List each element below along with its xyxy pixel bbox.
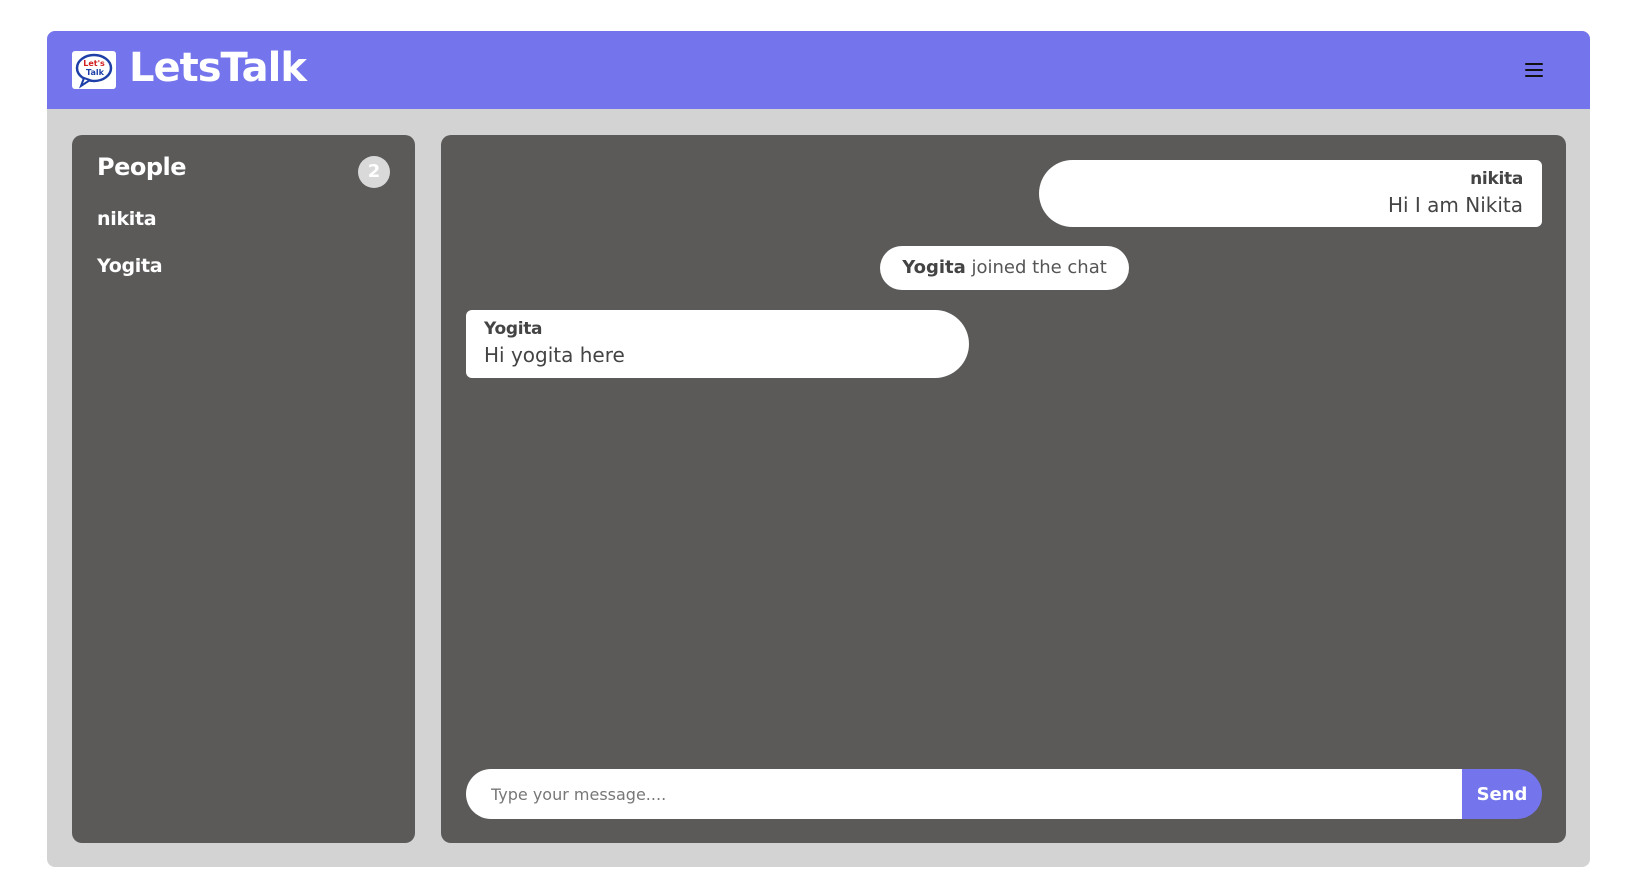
- incoming-message: Yogita Hi yogita here: [466, 310, 969, 378]
- chat-bubble-logo-icon: Let's Talk: [75, 53, 113, 89]
- people-heading: People: [97, 153, 187, 181]
- person-item[interactable]: nikita: [97, 208, 157, 230]
- system-message-text: joined the chat: [965, 257, 1107, 278]
- menu-line: [1525, 75, 1543, 77]
- message-author: Yogita: [484, 319, 543, 339]
- message-text: Hi yogita here: [484, 343, 625, 367]
- people-list: nikita Yogita: [97, 207, 163, 301]
- people-sidebar: People 2 nikita Yogita: [72, 135, 415, 843]
- outgoing-message: nikita Hi I am Nikita: [1039, 160, 1542, 227]
- app-window: Let's Talk LetsTalk People 2 nikita Yogi…: [47, 31, 1590, 867]
- chat-panel: nikita Hi I am Nikita Yogita joined the …: [441, 135, 1566, 843]
- app-logo: Let's Talk: [72, 51, 116, 89]
- message-composer: Send: [466, 769, 1542, 819]
- menu-line: [1525, 69, 1543, 71]
- logo-text-top: Let's: [83, 59, 105, 68]
- system-message-name: Yogita: [902, 257, 966, 278]
- message-input[interactable]: [466, 769, 1466, 819]
- system-message: Yogita joined the chat: [880, 246, 1129, 290]
- people-count-badge: 2: [358, 156, 390, 188]
- message-text: Hi I am Nikita: [1387, 193, 1523, 217]
- hamburger-menu-icon[interactable]: [1521, 57, 1547, 83]
- menu-line: [1525, 63, 1543, 65]
- send-button[interactable]: Send: [1462, 769, 1542, 819]
- app-header: Let's Talk LetsTalk: [47, 31, 1590, 109]
- message-author: nikita: [1470, 169, 1523, 189]
- app-title: LetsTalk: [129, 45, 307, 91]
- logo-text-bottom: Talk: [86, 68, 105, 77]
- person-item[interactable]: Yogita: [97, 255, 163, 277]
